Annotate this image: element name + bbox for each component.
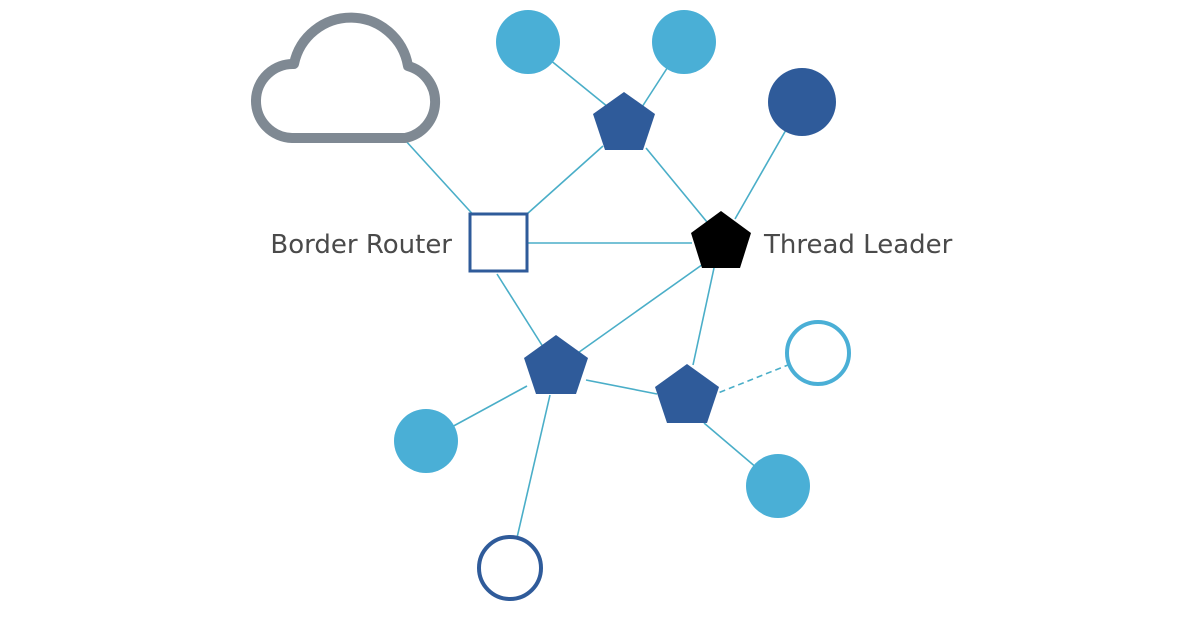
link-cloud-border-router [404, 139, 479, 221]
open-device-bottom-circle-outline-icon [477, 535, 543, 601]
thread-leader-pentagon-icon [691, 211, 751, 268]
link-leader-router-bottom-right [692, 267, 715, 366]
link-router-bottom-left-router-bottom-right [585, 379, 658, 395]
border-router-square-outline-icon [468, 212, 529, 273]
router-bottom-right-pentagon-icon [655, 364, 719, 423]
router-bottom-left-pentagon-icon [524, 335, 588, 394]
link-border-router-router-bottom-left [496, 273, 546, 351]
cloud-icon [251, 12, 441, 143]
sleepy-end-device-circle-filled-icon [768, 68, 836, 136]
end-device-left-circle-filled-icon [394, 409, 458, 473]
end-device-top-left-circle-filled-icon [496, 10, 560, 74]
link-router-bottom-right-open-device-right [717, 352, 819, 394]
open-device-right-circle-outline-icon [785, 320, 851, 386]
end-device-right-circle-filled-icon [746, 454, 810, 518]
link-leader-router-bottom-left [574, 261, 707, 356]
thread-leader-label: Thread Leader [763, 230, 953, 260]
link-router-top-leader [645, 147, 708, 223]
router-top-pentagon-icon [593, 92, 655, 150]
border-router-label: Border Router [270, 230, 452, 260]
link-border-router-router-top [526, 145, 604, 215]
end-device-top-right-circle-filled-icon [652, 10, 716, 74]
